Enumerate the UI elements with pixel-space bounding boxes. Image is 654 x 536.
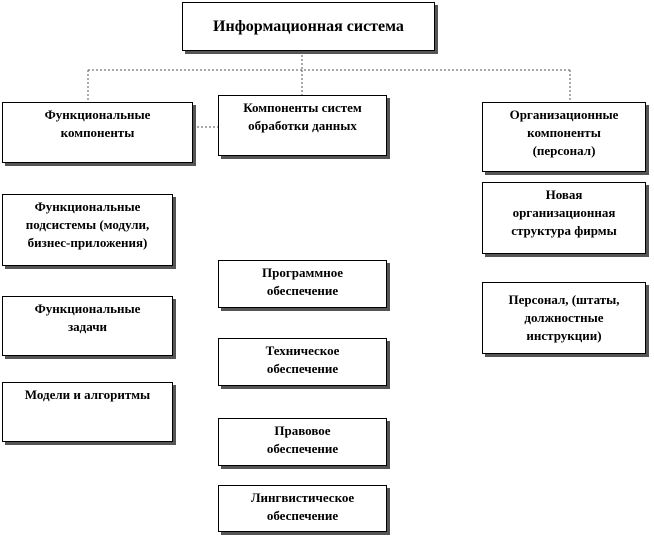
functional-item-label: Функциональные задачи xyxy=(34,301,141,334)
functional-item-tasks: Функциональные задачи xyxy=(2,296,173,356)
processing-item-label: Техническое обеспечение xyxy=(265,343,340,376)
category-organizational-label: Организационные компоненты (персонал) xyxy=(509,107,619,158)
organizational-item-structure: Новая организационная структура фирмы xyxy=(482,182,646,254)
functional-item-models: Модели и алгоритмы xyxy=(2,382,173,442)
processing-item-label: Программное обеспечение xyxy=(262,265,343,298)
processing-item-hardware: Техническое обеспечение xyxy=(218,338,387,386)
functional-item-label: Модели и алгоритмы xyxy=(24,387,151,402)
root-box: Информационная система xyxy=(182,2,435,51)
processing-item-label: Правовое обеспечение xyxy=(266,423,339,456)
category-functional: Функциональные компоненты xyxy=(2,102,193,163)
root-label: Информационная система xyxy=(213,17,404,35)
processing-item-linguistic: Лингвистическое обеспечение xyxy=(218,485,387,532)
category-organizational: Организационные компоненты (персонал) xyxy=(482,102,646,172)
processing-item-legal: Правовое обеспечение xyxy=(218,418,387,466)
organizational-item-label: Новая организационная структура фирмы xyxy=(511,187,617,238)
functional-item-label: Функциональные подсистемы (модули, бизне… xyxy=(25,199,150,250)
processing-item-software: Программное обеспечение xyxy=(218,260,387,308)
processing-item-label: Лингвистическое обеспечение xyxy=(250,490,355,523)
category-processing: Компоненты систем обработки данных xyxy=(218,95,387,156)
category-functional-label: Функциональные компоненты xyxy=(44,107,151,140)
organizational-item-personnel: Персонал, (штаты, должностные инструкции… xyxy=(482,282,646,354)
functional-item-subsystems: Функциональные подсистемы (модули, бизне… xyxy=(2,194,173,266)
category-processing-label: Компоненты систем обработки данных xyxy=(243,100,362,133)
organizational-item-label: Персонал, (штаты, должностные инструкции… xyxy=(508,292,620,343)
